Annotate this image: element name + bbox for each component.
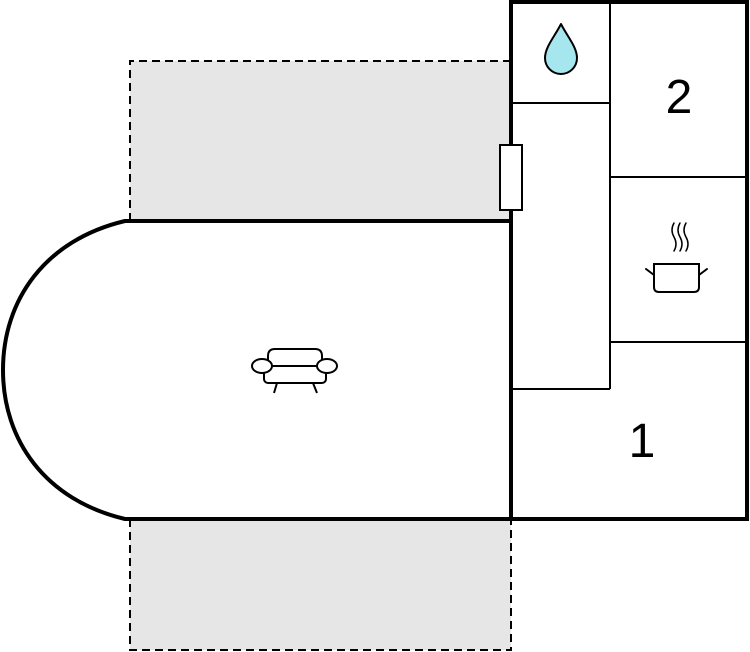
room-label-2: 2: [666, 71, 693, 124]
steaming-pot-icon: [645, 222, 708, 293]
right-block: [509, 0, 749, 521]
terrace-bottom: [129, 519, 512, 651]
door-icon: [499, 144, 523, 211]
interior-walls: [511, 2, 747, 390]
water-drop-icon: [544, 23, 578, 75]
sofa-icon: [251, 348, 338, 394]
room-label-1: 1: [629, 415, 656, 468]
terrace-top: [129, 60, 512, 221]
